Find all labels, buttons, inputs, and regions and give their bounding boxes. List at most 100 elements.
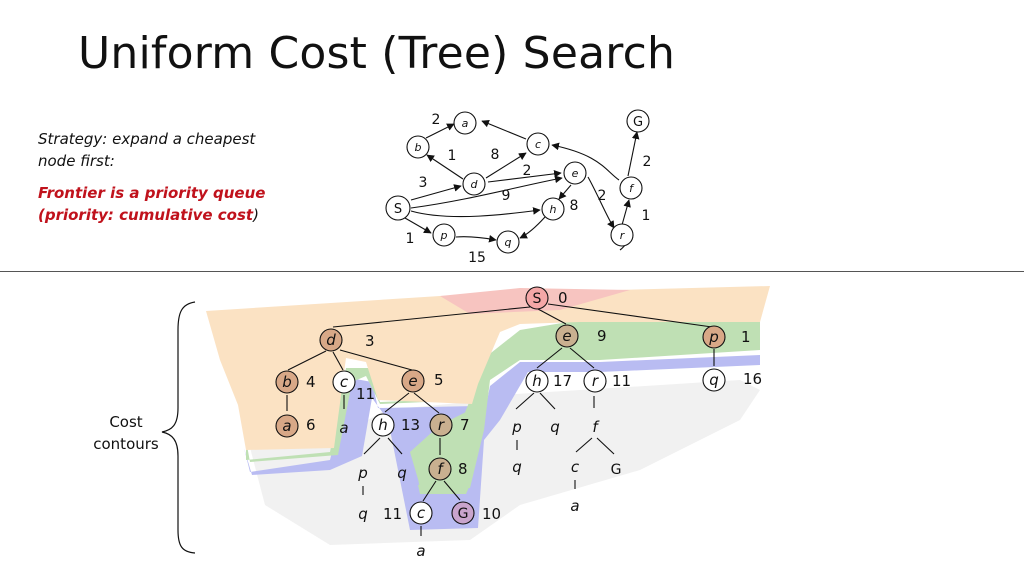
cost-S-p: 1 [406,231,415,247]
tree-cost-e2: 5 [434,371,444,389]
tree-edge-S-p [547,303,713,328]
tree-edge-f3-G5 [596,437,615,455]
tree-cost-f4: 8 [458,460,468,478]
tree-label-h3: h [378,416,388,434]
edge-d-b [426,154,464,180]
tree-node-a1 [275,414,299,438]
tree-node-e2 [401,369,425,393]
tree-label-c1: c [340,373,349,391]
edge-r-f [621,199,631,226]
tree-label-e: e [562,327,571,345]
edge-e-r [587,176,615,229]
tree-cost-G6: 10 [482,505,501,523]
tree-edge-d-c [332,351,344,371]
tree-label-G6: G [458,506,469,522]
contours-label-line2: contours [93,435,159,453]
tree-edge-e-r3 [413,392,440,414]
edge-b-a [425,123,455,139]
graph-label-h: h [550,203,557,216]
tree-label-q2: q [709,371,719,389]
tree-edge-f3-c5 [575,437,593,453]
cost-d-c: 8 [491,147,500,163]
graph-label-c: c [535,138,541,151]
edge-d-e [487,170,562,183]
edge-S-e [410,175,563,209]
graph-label-G: G [633,115,643,130]
tree-node-b [275,370,299,394]
tree-edge-h-p3 [515,392,535,410]
graph-label-f: f [629,182,635,195]
tree-label-r2: r [592,372,599,390]
tree-cost-b: 4 [306,373,316,391]
graph-label-q: q [505,236,512,249]
graph-nodes [385,109,650,254]
cost-e-h: 8 [570,198,579,214]
cost-S-d: 3 [419,175,428,191]
contour-blue [244,355,760,530]
tree-label-d: d [326,331,336,349]
edge-S-p [404,217,432,234]
tree-edge-e-h3 [384,392,410,413]
tree-cost-q2: 16 [743,370,762,388]
frontier-main: Frontier is a priority queue (priority: … [38,184,266,224]
tree-edge-h-q3 [539,392,556,410]
tree-label-a2: a [339,419,348,437]
frontier-tail: ) [253,206,259,224]
tree-label-e2: e [408,372,417,390]
tree-cost-a1: 6 [306,416,316,434]
strategy-text: Strategy: expand a cheapest node first: [38,130,256,170]
graph-node-labels: a b c d e f G h S p q r [394,115,643,249]
contours-brace [161,301,196,554]
tree-cost-p: 1 [741,328,751,346]
tree-label-G5: G [611,462,622,478]
tree-label-a7: a [416,542,425,560]
tree-node-r2 [583,369,607,393]
contour-green-tail [418,485,470,494]
tree-cost-c1: 11 [356,385,375,403]
tree-label-f3: f [592,418,600,436]
graph-label-p: p [440,229,448,242]
tree-cost-h3: 13 [401,416,420,434]
tree-label-q6: q [358,505,368,523]
tree-edge-h3-q4 [387,437,403,455]
cost-r-f: 1 [642,208,651,224]
tree-cost-S: 0 [558,289,568,307]
edge-f-c [551,142,620,181]
tree-node-c1 [332,370,356,394]
tree-cost-e: 9 [597,327,607,345]
graph-node-q [496,230,520,254]
graph-node-S [385,195,411,221]
frontier-text: Frontier is a priority queue (priority: … [38,182,298,226]
tree-edge-f4-G6 [443,480,461,501]
tree-node-q2 [702,368,726,392]
tree-node-f4 [428,457,452,481]
tree-label-q3: q [550,418,560,436]
tree-node-h3 [371,413,395,437]
tree-edge-S-e [537,308,567,325]
graph-label-a: a [462,117,469,130]
tree-node-e [555,324,579,348]
graph-label-r: r [620,229,626,242]
edge-d-c [485,152,527,179]
state-graph [404,120,640,251]
tree-cost-h2: 17 [553,372,572,390]
graph-node-a [453,111,477,135]
tree-edge-S-d [332,306,531,328]
edge-h-q [519,216,546,239]
contours-label-line1: Cost [109,413,143,431]
tree-label-c6: c [417,504,426,522]
tree-edge-h3-p4 [363,437,381,455]
cost-f-G: 2 [643,154,652,170]
contours-label: Cost contours [84,411,168,455]
cost-b-d: 1 [448,148,457,164]
cost-p-q: 15 [468,250,486,266]
edge-e-h [558,184,572,200]
tree-node-c6 [409,501,433,525]
tree-edge-d-e [339,349,413,371]
tree-nodes [275,286,726,525]
graph-label-b: b [415,141,422,154]
graph-node-p [432,223,456,247]
cost-b-a: 2 [432,112,441,128]
tree-label-p4: p [357,464,368,482]
